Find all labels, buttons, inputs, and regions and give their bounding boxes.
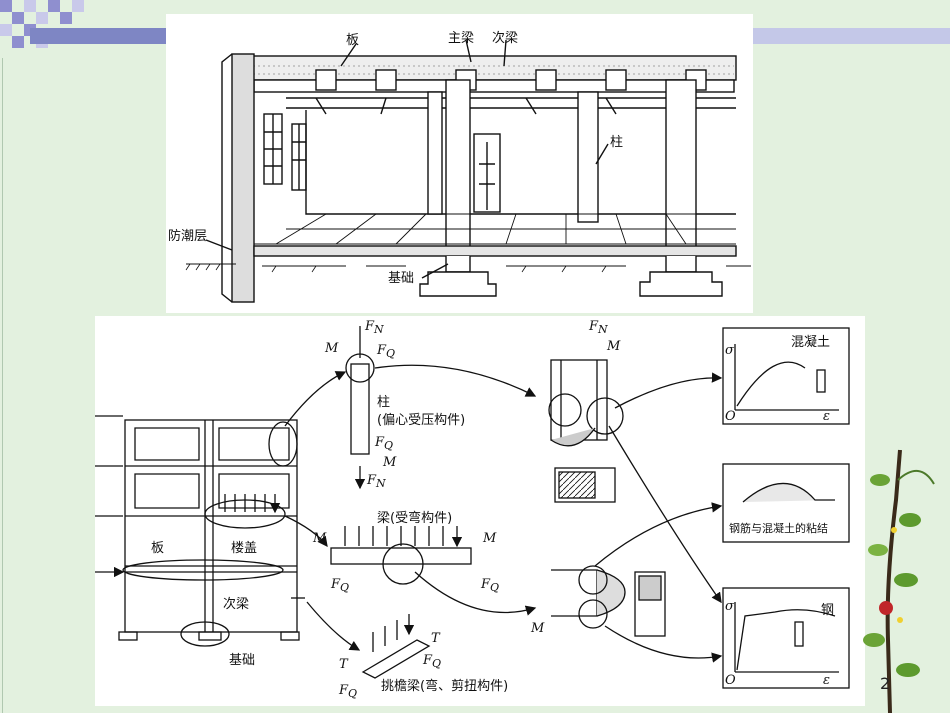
label-steel-sigma: σ bbox=[725, 599, 735, 614]
label-column-shear-top: FQ bbox=[376, 343, 395, 360]
label-steel-origin: O bbox=[725, 673, 736, 688]
label-eave-shear-bottom: FQ bbox=[338, 683, 357, 700]
label-column-moment-top: M bbox=[324, 341, 339, 356]
label-section-moment: M bbox=[606, 339, 621, 354]
label-eave-torque-right: T bbox=[431, 631, 441, 646]
label-eave-torque-left: T bbox=[339, 657, 349, 672]
label-beam-title: 梁(受弯构件) bbox=[377, 510, 452, 526]
label-steel-epsilon: ε bbox=[823, 673, 830, 688]
label-steel: 钢 bbox=[821, 603, 834, 618]
label-secondary-beam: 次梁 bbox=[492, 30, 518, 46]
label-eave-beam-title: 挑檐梁(弯、剪扭构件) bbox=[381, 678, 508, 694]
label-foundation: 基础 bbox=[388, 271, 414, 286]
left-border-line bbox=[2, 58, 3, 713]
label-beam-moment-right: M bbox=[482, 531, 497, 546]
label-beam-section-moment: M bbox=[530, 621, 545, 636]
label-frame-slab: 板 bbox=[151, 541, 164, 556]
page-number: 2 bbox=[880, 674, 891, 693]
label-concrete: 混凝土 bbox=[791, 334, 830, 350]
vine-decoration bbox=[863, 449, 935, 713]
label-concrete-sigma: σ bbox=[725, 343, 735, 358]
building-structure-figure: 板 主梁 次梁 柱 防潮层 基础 bbox=[166, 14, 753, 313]
label-column-axial-bottom: FN bbox=[366, 473, 386, 490]
label-main-beam: 主梁 bbox=[448, 31, 474, 46]
label-floor-cover: 楼盖 bbox=[231, 541, 257, 556]
label-column: 柱 bbox=[610, 135, 623, 150]
structural-analysis-figure: 板 楼盖 次梁 基础 FN M FQ 柱 (偏心受压构件) FQ M FN 梁(… bbox=[95, 316, 865, 706]
label-column-axial-top: FN bbox=[364, 319, 384, 336]
label-eave-shear: FQ bbox=[422, 653, 441, 670]
label-frame-foundation: 基础 bbox=[229, 653, 255, 668]
label-beam-shear-right: FQ bbox=[480, 577, 499, 594]
label-section-axial: FN bbox=[588, 319, 608, 336]
label-slab: 板 bbox=[346, 33, 359, 48]
label-frame-secondary-beam: 次梁 bbox=[223, 596, 249, 612]
label-beam-moment-left: M bbox=[312, 531, 327, 546]
label-beam-shear-left: FQ bbox=[330, 577, 349, 594]
label-damp-proof-course: 防潮层 bbox=[168, 228, 207, 244]
title-bar-decoration bbox=[0, 0, 950, 48]
label-concrete-origin: O bbox=[725, 409, 736, 424]
label-column-shear-bottom: FQ bbox=[374, 435, 393, 452]
label-column-moment-bottom: M bbox=[382, 455, 397, 470]
label-column-title: 柱 bbox=[377, 395, 390, 410]
label-concrete-epsilon: ε bbox=[823, 409, 830, 424]
label-column-subtitle: (偏心受压构件) bbox=[377, 413, 465, 428]
label-bond: 钢筋与混凝土的粘结 bbox=[729, 521, 828, 535]
